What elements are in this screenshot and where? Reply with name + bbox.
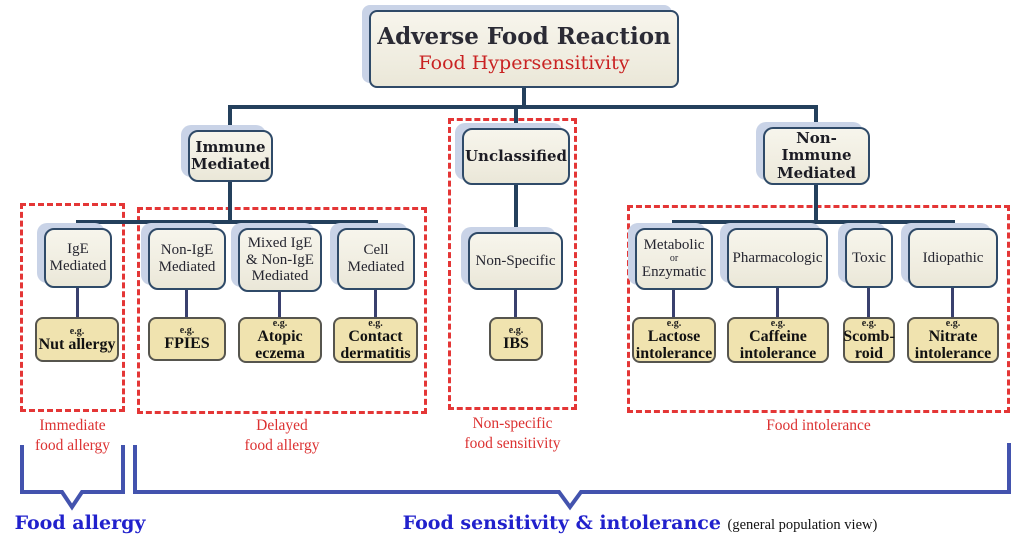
node-toxic-label: Toxic	[852, 249, 886, 266]
node-pharmacologic: Pharmacologic	[727, 228, 828, 288]
example-lactose-intolerance: e.g. Lactose intolerance	[632, 317, 716, 363]
node-mixed-ige-mediated-label: Mixed IgE & Non-IgE Mediated	[246, 234, 314, 285]
example-contact-dermatitis: e.g. Contact dermatitis	[333, 317, 418, 363]
connector-toxic-example	[867, 288, 870, 317]
example-contact-dermatitis-label: Contact dermatitis	[340, 327, 411, 362]
example-caffeine-intolerance: e.g. Caffeine intolerance	[727, 317, 829, 363]
node-immune-mediated: Immune Mediated	[188, 130, 273, 182]
node-idiopathic-label: Idiopathic	[922, 249, 984, 266]
node-ige-mediated-label: IgE Mediated	[49, 241, 107, 274]
connector-to-pharmacologic	[775, 220, 779, 228]
node-metabolic-line1: Metabolic	[643, 236, 705, 253]
connector-non-ige-example	[185, 290, 188, 317]
connector-to-non-immune	[814, 105, 818, 127]
connector-pharmacologic-example	[776, 288, 779, 317]
connector-to-toxic	[867, 220, 871, 228]
example-ibs-label: IBS	[503, 335, 529, 353]
node-immune-mediated-label: Immune Mediated	[190, 137, 270, 173]
node-ige-mediated: IgE Mediated	[44, 228, 112, 288]
example-atopic-eczema: e.g. Atopic eczema	[238, 317, 322, 363]
node-unclassified: Unclassified	[462, 128, 570, 185]
node-non-immune-mediated: Non-Immune Mediated	[763, 127, 870, 185]
connector-to-ige	[76, 220, 80, 228]
eg-label: e.g.	[69, 325, 85, 337]
example-nut-allergy-label: Nut allergy	[38, 335, 116, 353]
node-metabolic-line2: Enzymatic	[641, 264, 707, 281]
node-cell-mediated-label: Cell Mediated	[347, 242, 405, 275]
connector-to-idiopathic	[951, 220, 955, 228]
root-subtitle: Food Hypersensitivity	[418, 51, 630, 74]
group-label-food-intolerance: Food intolerance	[766, 417, 871, 434]
node-non-specific: Non-Specific	[468, 232, 563, 290]
connector-to-cell	[374, 220, 378, 228]
connector-to-non-specific	[514, 185, 518, 232]
example-atopic-eczema-label: Atopic eczema	[255, 327, 305, 362]
node-non-specific-label: Non-Specific	[475, 252, 556, 269]
example-lactose-intolerance-label: Lactose intolerance	[635, 327, 713, 362]
connector-to-non-ige	[185, 220, 189, 228]
connector-non-immune-down	[814, 185, 818, 220]
non-specific-group-outline	[448, 118, 577, 410]
node-mixed-ige-mediated: Mixed IgE & Non-IgE Mediated	[238, 228, 322, 292]
eg-label: e.g.	[666, 317, 682, 329]
connector-non-specific-example	[514, 290, 517, 317]
node-non-ige-mediated-label: Non-IgE Mediated	[158, 242, 216, 275]
example-caffeine-intolerance-label: Caffeine intolerance	[739, 327, 817, 362]
connector-root-down	[522, 88, 526, 105]
eg-label: e.g.	[945, 317, 961, 329]
bottom-label-food-sensitivity-note: (general population view)	[727, 517, 878, 533]
connector-ige-example	[76, 288, 79, 317]
connector-cell-example	[374, 290, 377, 317]
connector-immune-down	[228, 182, 232, 220]
connector-to-unclassified	[514, 105, 518, 128]
delayed-food-allergy-group-outline	[137, 207, 427, 414]
example-nut-allergy: e.g. Nut allergy	[35, 317, 119, 362]
eg-label: e.g.	[179, 325, 195, 337]
connector-mixed-example	[278, 292, 281, 317]
example-nitrate-intolerance-label: Nitrate intolerance	[914, 327, 992, 362]
connector-idiopathic-example	[951, 288, 954, 317]
node-idiopathic: Idiopathic	[908, 228, 998, 288]
example-nitrate-intolerance: e.g. Nitrate intolerance	[907, 317, 999, 363]
example-fpies: e.g. FPIES	[148, 317, 226, 361]
connector-immune-children-horizontal	[76, 220, 378, 224]
example-ibs: e.g. IBS	[489, 317, 543, 361]
group-label-delayed-food-allergy: Delayed food allergy	[244, 417, 320, 455]
connector-level1-horizontal	[228, 105, 818, 109]
node-non-ige-mediated: Non-IgE Mediated	[148, 228, 226, 290]
bottom-label-food-allergy: Food allergy	[14, 512, 146, 534]
bottom-label-food-sensitivity-bold: Food sensitivity & intolerance	[402, 512, 721, 534]
connector-metabolic-example	[672, 290, 675, 317]
food-intolerance-group-outline	[627, 205, 1010, 413]
eg-label: e.g.	[508, 325, 524, 337]
node-toxic: Toxic	[845, 228, 893, 288]
eg-label: e.g.	[770, 317, 786, 329]
node-non-immune-mediated-label: Non-Immune Mediated	[776, 129, 856, 182]
eg-label: e.g.	[861, 317, 877, 329]
example-scombroid-label: Scomb- roid	[843, 327, 895, 362]
node-unclassified-label: Unclassified	[464, 146, 568, 165]
eg-label: e.g.	[272, 317, 288, 329]
node-adverse-food-reaction: Adverse Food Reaction Food Hypersensitiv…	[369, 10, 679, 88]
eg-label: e.g.	[368, 317, 383, 329]
node-metabolic-or: or	[669, 252, 679, 264]
node-pharmacologic-label: Pharmacologic	[732, 249, 823, 266]
bottom-label-food-sensitivity: Food sensitivity & intolerance (general …	[390, 512, 890, 534]
node-metabolic-enzymatic: Metabolic or Enzymatic	[635, 228, 713, 290]
group-label-non-specific-food-sensitivity: Non-specific food sensitivity	[464, 415, 561, 453]
root-title: Adverse Food Reaction	[377, 23, 671, 51]
connector-to-immune	[228, 105, 232, 130]
group-label-immediate-food-allergy: Immediate food allergy	[34, 417, 111, 455]
node-cell-mediated: Cell Mediated	[337, 228, 415, 290]
example-scombroid: e.g. Scomb- roid	[843, 317, 895, 363]
example-fpies-label: FPIES	[164, 335, 210, 353]
connector-to-metabolic	[672, 220, 676, 228]
immediate-food-allergy-group-outline	[20, 203, 125, 412]
food-sensitivity-intolerance-brace	[133, 443, 1011, 511]
food-allergy-brace	[20, 445, 125, 511]
connector-non-immune-children-horizontal	[672, 220, 955, 224]
connector-to-mixed	[278, 220, 282, 228]
